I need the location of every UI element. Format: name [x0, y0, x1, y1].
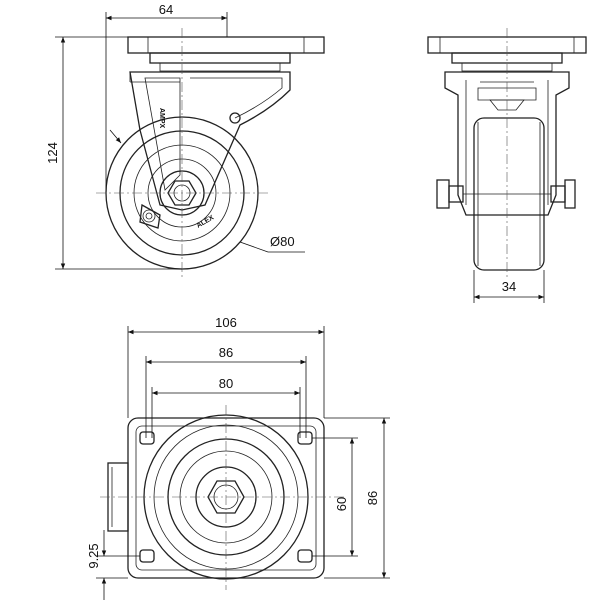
dim-wheel-diameter-label: Ø80	[270, 234, 295, 249]
dim-hole-span-inner: 80	[151, 376, 301, 438]
dim-overall-width-label: 106	[215, 315, 237, 330]
dim-plate-width-label: 64	[159, 2, 173, 17]
front-view: 34	[427, 28, 587, 303]
top-view: 106 86 80 60 86	[86, 315, 390, 600]
dim-hole-span-inner-label: 80	[219, 376, 233, 391]
fork-lettering: AMPX	[158, 108, 165, 129]
dim-overall-width: 106	[127, 315, 325, 418]
dim-plate-width: 64	[105, 2, 228, 192]
dim-hole-span-outer-label: 86	[219, 345, 233, 360]
dim-wheel-width: 34	[473, 270, 545, 303]
dim-height-label: 124	[45, 142, 60, 164]
side-view: AMPX ALEX 64 124 Ø80	[45, 2, 325, 278]
dim-height: 124	[45, 36, 182, 270]
dim-hole-span-vertical-label: 60	[334, 497, 349, 511]
dim-wheel-diameter: Ø80	[109, 129, 305, 253]
dim-overall-height-label: 86	[365, 491, 380, 505]
wheel-lettering: ALEX	[196, 214, 216, 230]
dim-hole-span-outer: 86	[145, 345, 307, 438]
dim-hole-offset-label: 9.25	[86, 543, 101, 568]
dim-hole-offset: 9.25	[86, 530, 140, 600]
dim-hole-span-vertical: 60	[312, 437, 358, 557]
front-axle	[436, 179, 576, 209]
side-fork	[129, 71, 291, 211]
side-top-plate	[127, 36, 325, 72]
front-fork	[444, 71, 570, 216]
dim-wheel-width-label: 34	[502, 279, 516, 294]
dim-overall-height: 86	[324, 417, 390, 579]
